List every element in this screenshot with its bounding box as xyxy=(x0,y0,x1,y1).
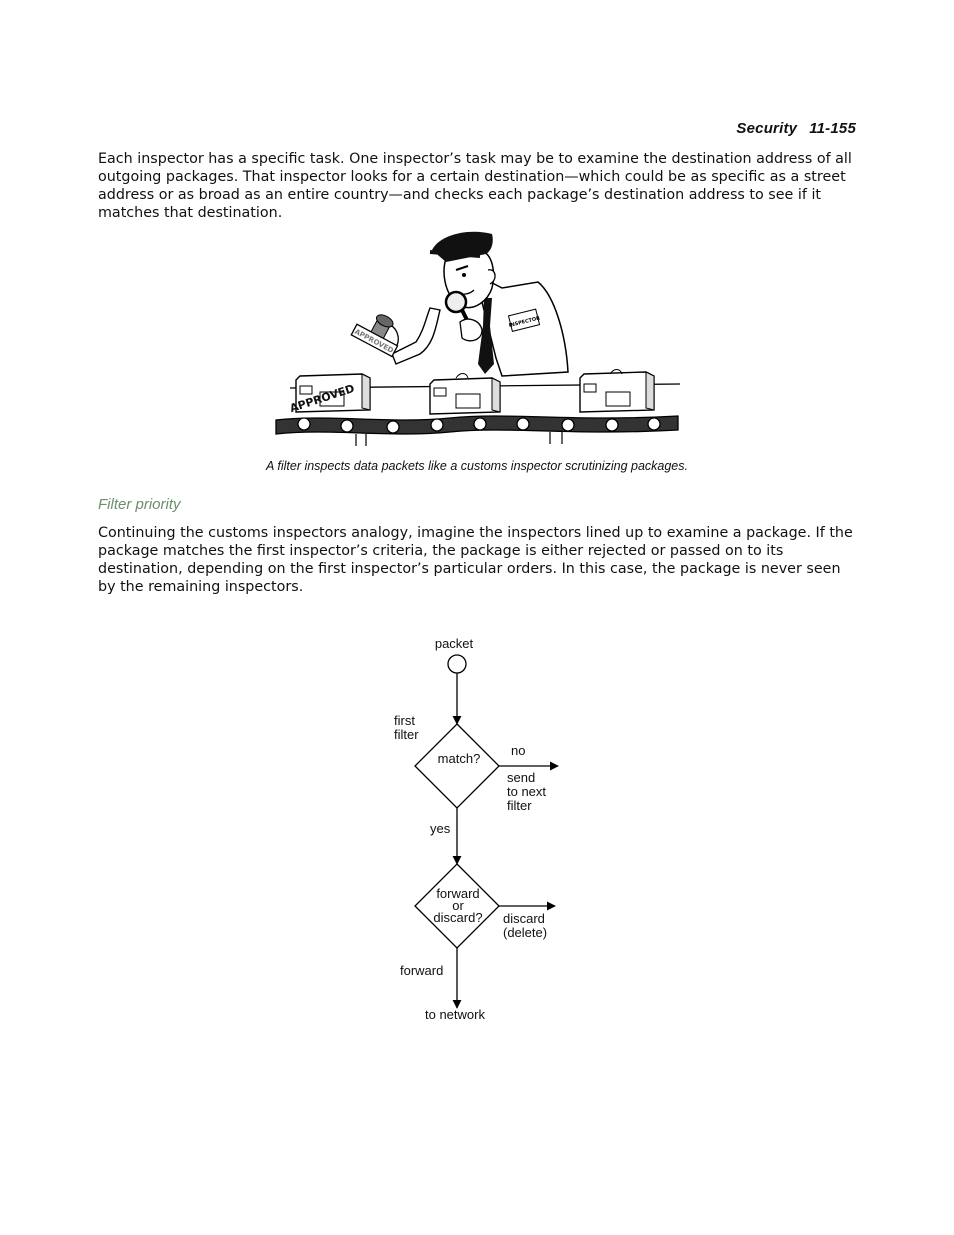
tie xyxy=(478,298,494,374)
yes-label: yes xyxy=(430,821,451,836)
customs-inspector-drawing: INSPECTOR APPROVED xyxy=(275,231,681,446)
header-page-number: 11-155 xyxy=(809,120,856,137)
filter-flowchart: packet first filter match? no send to ne… xyxy=(380,628,580,1028)
forward-label: forward xyxy=(400,963,443,978)
paragraph-inspectors-analogy: Continuing the customs inspectors analog… xyxy=(98,525,853,595)
to-network-label: to network xyxy=(425,1007,485,1022)
header-section: Security xyxy=(736,120,798,137)
package-box-middle xyxy=(429,373,501,415)
no-label: no xyxy=(511,743,525,758)
match-decision-diamond xyxy=(414,723,500,809)
inspector-illustration: INSPECTOR APPROVED xyxy=(270,226,684,450)
first-filter-label-line1: first xyxy=(394,713,415,728)
match-label: match? xyxy=(438,751,481,766)
paragraph-inspector-task: Each inspector has a specific task. One … xyxy=(98,151,852,221)
package-box-approved: APPROVED xyxy=(288,373,371,415)
send-label-line2: to next xyxy=(507,784,546,799)
section-heading-filter-priority: Filter priority xyxy=(98,496,181,513)
figure-caption: A filter inspects data packets like a cu… xyxy=(266,459,688,473)
send-label-line3: filter xyxy=(507,798,532,813)
approved-stamp-icon: APPROVED xyxy=(350,314,399,358)
inspector-arm xyxy=(391,307,441,365)
conveyor-legs xyxy=(355,432,563,446)
forward-or-line3: discard? xyxy=(433,910,482,925)
first-filter-label-line2: filter xyxy=(394,727,419,742)
inspector-badge: INSPECTOR xyxy=(507,308,541,332)
forward-or-line1: forward xyxy=(436,886,479,901)
discard-label-line2: (delete) xyxy=(503,925,547,940)
package-box-right xyxy=(579,369,655,413)
forward-or-line2: or xyxy=(452,898,464,913)
send-label-line1: send xyxy=(507,770,535,785)
discard-label-line1: discard xyxy=(503,911,545,926)
packet-label: packet xyxy=(435,636,474,651)
magnifying-glass-icon xyxy=(444,290,468,314)
flowchart-diagram: packet first filter match? no send to ne… xyxy=(394,636,559,1022)
conveyor-rollers xyxy=(297,417,661,434)
page-header: Security 11-155 xyxy=(736,120,856,137)
packet-start-node xyxy=(447,654,467,674)
